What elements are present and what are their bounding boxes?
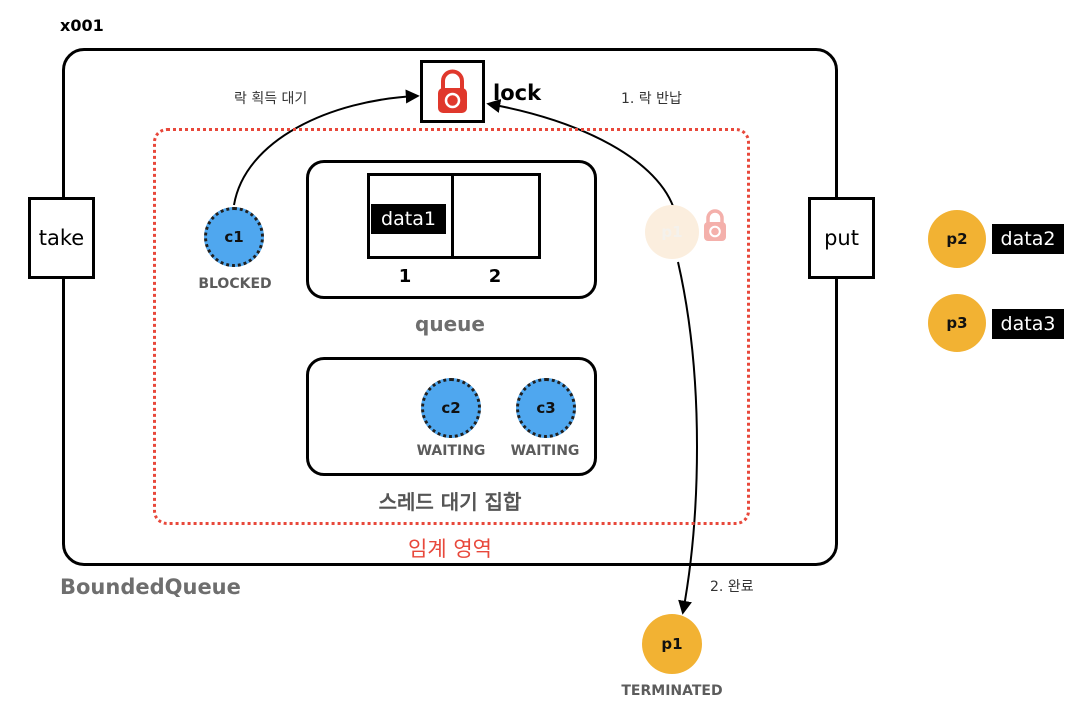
thread-c2-state: WAITING: [416, 443, 486, 459]
queue-slot-1-value: data1: [371, 204, 446, 234]
wait-set-label: 스레드 대기 집합: [378, 490, 522, 514]
thread-p2: p2: [928, 210, 986, 268]
take-button[interactable]: take: [28, 197, 95, 279]
container-label: BoundedQueue: [60, 575, 241, 599]
thread-c1-state: BLOCKED: [198, 276, 272, 292]
thread-p1-releasing: p1: [645, 205, 699, 259]
thread-p2-data: data2: [992, 224, 1064, 254]
padlock-icon: [438, 69, 467, 113]
queue-slot-2-index: 2: [488, 266, 502, 287]
faded-padlock-icon: [704, 209, 726, 241]
queue-slot-1-index: 1: [398, 266, 412, 287]
thread-c1: c1: [204, 207, 264, 267]
thread-c3-state: WAITING: [510, 443, 580, 459]
bounded-queue-box: [62, 48, 838, 566]
critical-section-label: 임계 영역: [408, 537, 492, 561]
thread-p1-state: TERMINATED: [621, 683, 723, 699]
thread-p1-terminated: p1: [642, 614, 702, 674]
acquire-wait-note: 락 획득 대기: [234, 91, 308, 107]
queue-slot-2: [451, 173, 541, 259]
thread-c3: c3: [516, 378, 576, 438]
put-button[interactable]: put: [808, 197, 875, 279]
thread-p3: p3: [928, 294, 986, 352]
queue-label: queue: [415, 312, 485, 336]
lock-box: [420, 60, 485, 123]
complete-note: 2. 완료: [710, 579, 754, 595]
object-id: x001: [60, 16, 104, 35]
critical-section-box: [153, 128, 750, 525]
return-lock-note: 1. 락 반납: [621, 91, 682, 107]
thread-p3-data: data3: [992, 309, 1064, 339]
lock-label: lock: [493, 81, 542, 105]
thread-c2: c2: [421, 378, 481, 438]
